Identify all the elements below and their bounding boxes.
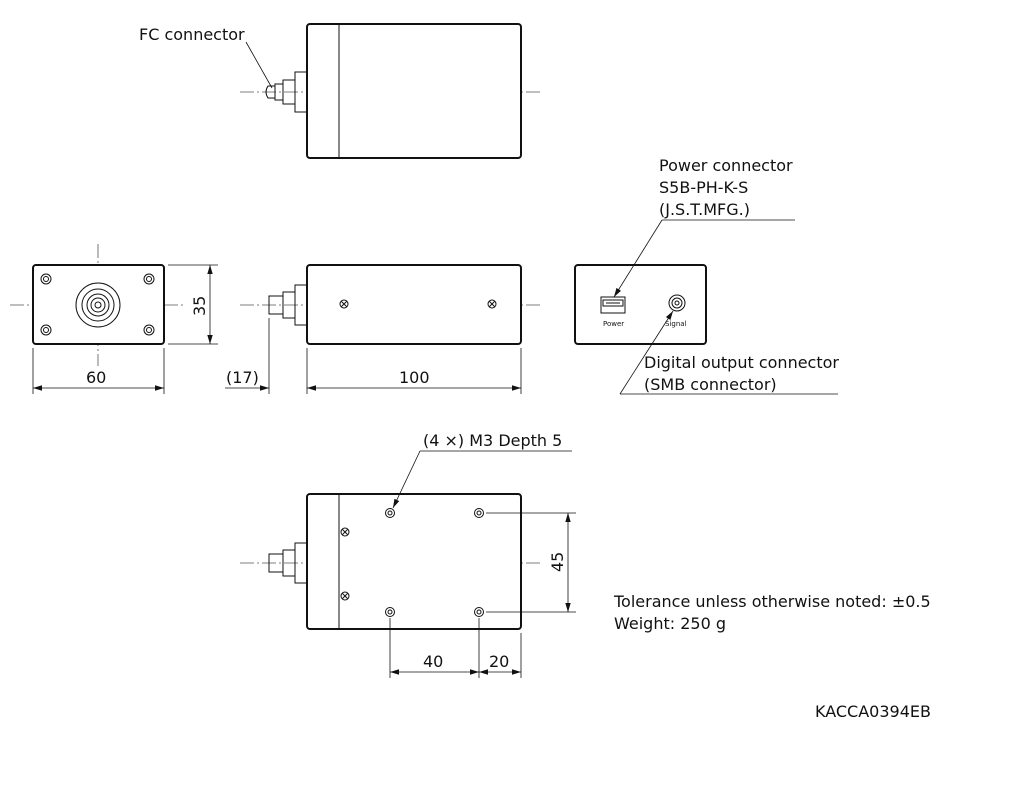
top-view: FC connector — [139, 23, 540, 159]
bottom-side-screws — [340, 527, 350, 601]
tolerance-note: Tolerance unless otherwise noted: ±0.5 — [613, 592, 931, 611]
fc-connector-bottom — [268, 542, 308, 584]
drawing-code: KACCA0394EB — [815, 702, 931, 721]
signal-port — [668, 294, 686, 312]
digital-output-label-2: (SMB connector) — [644, 375, 777, 394]
rear-view: Power Signal Power connector S5B-PH-K-S … — [574, 156, 839, 395]
dim-front-width: 60 — [86, 368, 106, 387]
side-view: (17) 100 — [225, 264, 540, 394]
power-connector-label-2: S5B-PH-K-S — [659, 178, 748, 197]
dim-hole-spacing-x: 40 — [423, 652, 443, 671]
weight-note: Weight: 250 g — [614, 614, 726, 633]
fc-connector-front — [75, 282, 121, 328]
power-connector-label-1: Power connector — [659, 156, 793, 175]
fc-connector-label: FC connector — [139, 25, 245, 44]
bottom-view: (4 ×) M3 Depth 5 45 40 20 — [240, 431, 576, 678]
fc-connector-side — [268, 284, 308, 326]
front-view: 60 35 — [10, 244, 218, 394]
side-screws — [339, 299, 497, 309]
signal-port-label: Signal — [665, 320, 687, 328]
power-port-label: Power — [603, 320, 624, 328]
power-port — [600, 296, 626, 314]
dim-front-height: 35 — [190, 296, 209, 316]
dim-connector-length: (17) — [226, 368, 259, 387]
power-connector-label-3: (J.S.T.MFG.) — [659, 200, 750, 219]
digital-output-label-1: Digital output connector — [644, 353, 839, 372]
dim-hole-offset-x: 20 — [489, 652, 509, 671]
front-screw-holes — [40, 273, 155, 336]
dim-body-length: 100 — [399, 368, 430, 387]
dim-hole-spacing-y: 45 — [548, 552, 567, 572]
mounting-holes — [385, 508, 484, 617]
mount-holes-label: (4 ×) M3 Depth 5 — [423, 431, 562, 450]
fc-connector-top — [265, 71, 308, 113]
